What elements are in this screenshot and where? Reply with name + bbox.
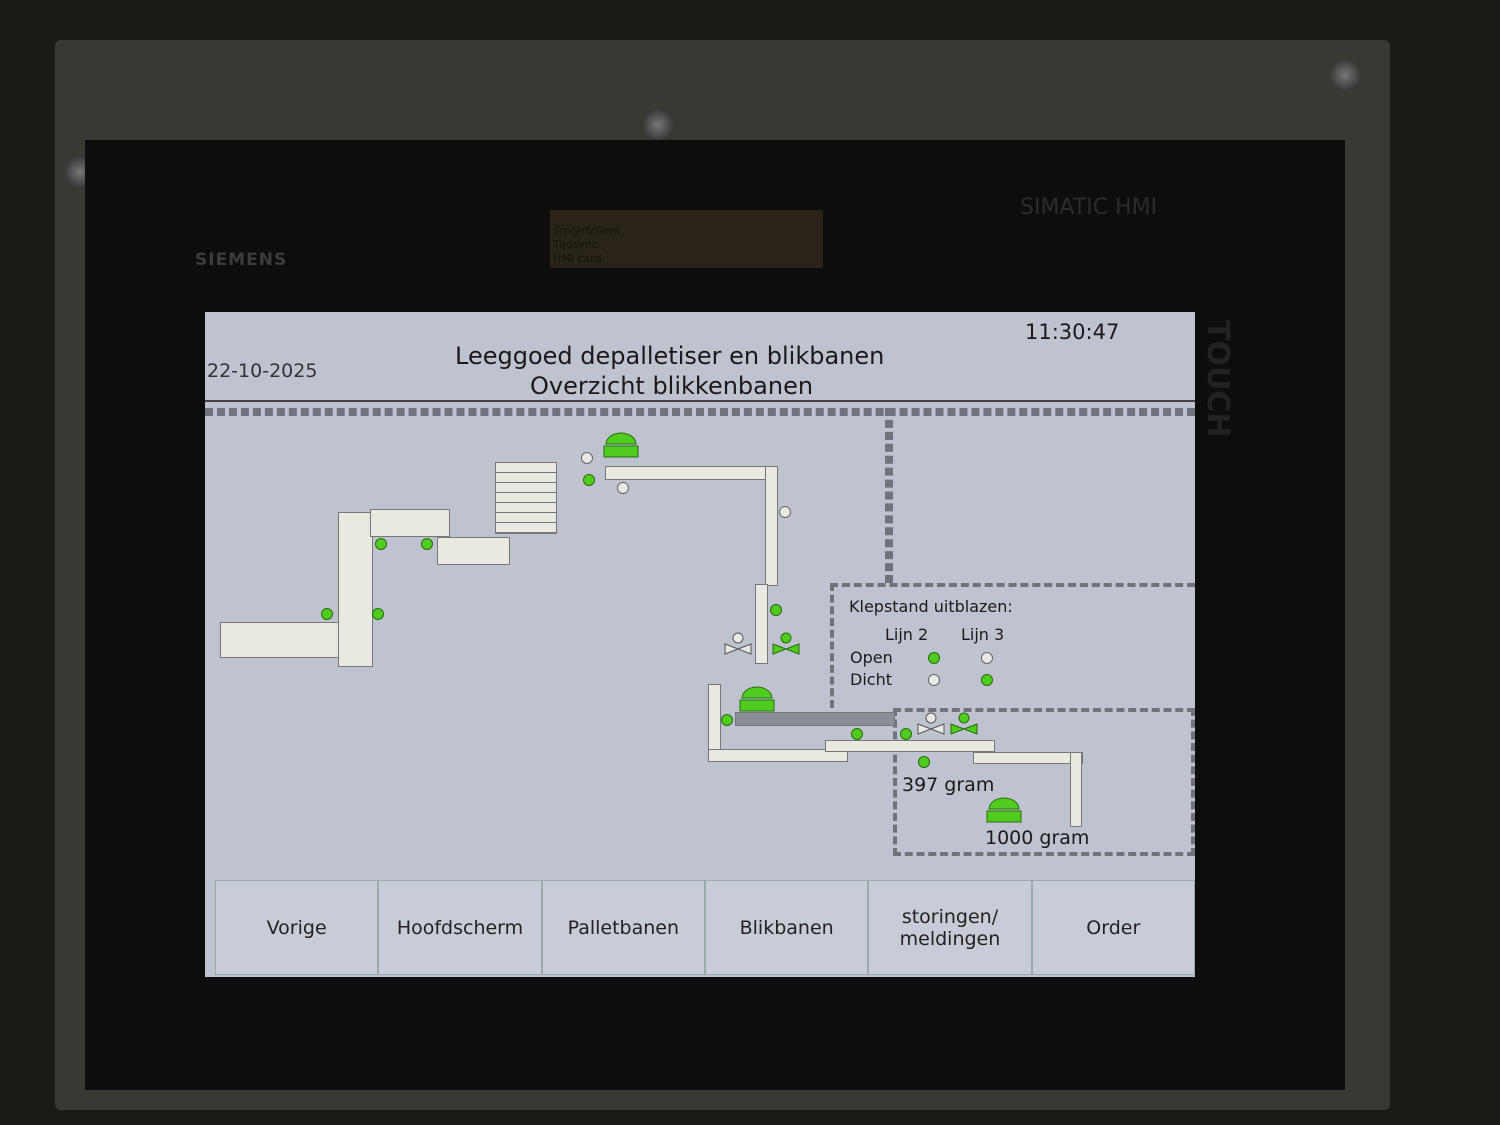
motor-icon [739,686,775,712]
storingen-meldingen-button[interactable]: storingen/ meldingen [868,880,1032,975]
sensor [770,604,782,616]
blikbanen-button[interactable]: Blikbanen [704,880,869,975]
valve-closed-icon [917,712,945,735]
valve-open-icon [772,632,800,655]
palletbanen-button[interactable]: Palletbanen [541,880,705,975]
page-subtitle: Overzicht blikkenbanen [530,372,814,400]
klepstand-title: Klepstand uitblazen: [849,597,1013,616]
clock: 11:30:47 [1025,320,1120,344]
sensor [372,608,384,620]
touch-label: TOUCH [1200,320,1235,438]
sensor [721,714,733,726]
motor-icon [986,797,1022,823]
weight-label: 397 gram [902,774,995,796]
conveyor [605,466,777,480]
lijn3-open-indicator [981,652,993,664]
card-line: HMI card [553,252,602,265]
conveyor [338,512,373,667]
lijn2-dicht-indicator [928,674,940,686]
conveyor [708,749,848,762]
conveyor [220,622,340,658]
conveyor-buffer [735,712,895,726]
conveyor [755,584,768,664]
sensor [375,538,387,550]
col-lijn2: Lijn 2 [885,625,929,644]
nav-bar: Vorige Hoofdscherm Palletbanen Blikbanen… [215,880,1195,975]
model-label: SIMATIC HMI [1020,195,1158,220]
sensor [421,538,433,550]
conveyor [825,740,995,752]
col-lijn3: Lijn 3 [961,625,1005,644]
conveyor [973,752,1083,764]
screw-icon [1330,60,1360,90]
hoofdscherm-button[interactable]: Hoofdscherm [378,880,542,975]
row-open: Open [850,648,893,667]
wall [830,583,1195,708]
conveyor [437,537,510,565]
valve-open-icon [950,712,978,735]
card-label: Sm@rtclient Tijdsync HMI card [550,210,823,268]
wall [893,708,1195,856]
sensor [779,506,791,518]
conveyor [370,509,450,537]
wall [205,408,1195,416]
brand-logo: SIEMENS [195,250,288,270]
screw-icon [643,110,673,140]
hmi-screen: 22-10-2025 Leeggoed depalletiser en blik… [205,312,1195,977]
conveyor [708,684,721,759]
sensor [321,608,333,620]
page-title: Leeggoed depalletiser en blikbanen [455,342,885,370]
weight-label: 1000 gram [985,827,1090,849]
sensor [900,728,912,740]
wall [885,408,893,583]
conveyor [1070,752,1082,827]
row-dicht: Dicht [850,670,892,689]
conveyor-stack [495,462,557,534]
lijn3-dicht-indicator [981,674,993,686]
valve-closed-icon [724,632,752,655]
card-line: Tijdsync [553,238,598,251]
date: 22-10-2025 [207,360,318,382]
sensor [581,452,593,464]
card-line: Sm@rtclient [553,224,621,237]
header: 22-10-2025 Leeggoed depalletiser en blik… [205,312,1195,402]
vorige-button[interactable]: Vorige [215,880,379,975]
motor-icon [603,432,639,458]
sensor [851,728,863,740]
sensor [617,482,629,494]
lijn2-open-indicator [928,652,940,664]
sensor [583,474,595,486]
sensor [918,756,930,768]
conveyor [765,466,778,586]
order-button[interactable]: Order [1031,880,1195,975]
